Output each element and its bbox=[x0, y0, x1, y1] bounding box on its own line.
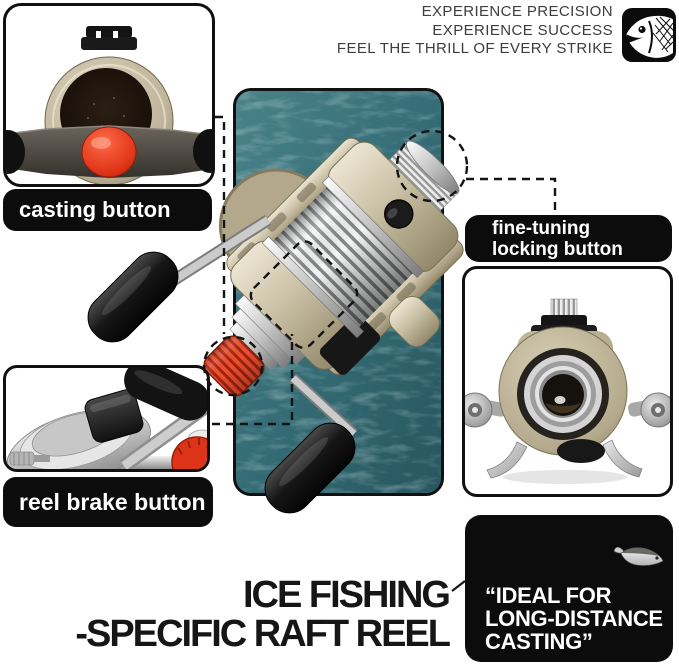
quote-line-2: LONG-DISTANCE bbox=[485, 606, 663, 631]
casting-button-label-text: casting button bbox=[19, 197, 171, 222]
casting-connector bbox=[215, 115, 226, 334]
tagline-line-2: EXPERIENCE SUCCESS bbox=[432, 21, 613, 39]
quote-box: “IDEAL FOR LONG-DISTANCE CASTING” bbox=[465, 515, 673, 662]
title-line-1: ICE FISHING bbox=[242, 574, 451, 616]
fish-lure-icon bbox=[613, 546, 664, 566]
water-background bbox=[236, 91, 441, 493]
tagline-line-1: EXPERIENCE PRECISION bbox=[421, 3, 613, 20]
reel-brake-closeup-photo bbox=[6, 368, 207, 469]
fine-tuning-label: fine-tuning locking button bbox=[465, 215, 672, 262]
reel-brake-callout bbox=[3, 365, 210, 472]
quote-line-1: “IDEAL FOR bbox=[485, 583, 612, 608]
page-title: ICE FISHING -SPECIFIC RAFT REEL bbox=[0, 574, 451, 655]
quote-tick-line bbox=[451, 580, 466, 592]
main-panel bbox=[233, 88, 444, 496]
quote-line-3: CASTING” bbox=[485, 629, 593, 654]
reel-brake-label-text: reel brake button bbox=[19, 488, 206, 515]
fish-head-icon bbox=[622, 8, 676, 62]
tagline-block: EXPERIENCE PRECISION EXPERIENCE SUCCESS … bbox=[337, 3, 613, 59]
fine-tuning-connector bbox=[466, 177, 557, 211]
fine-tuning-label-line-1: fine-tuning bbox=[492, 217, 591, 239]
reel-bottom-view-photo bbox=[465, 298, 670, 484]
tagline-line-3: FEEL THE THRILL OF EVERY STRIKE bbox=[336, 40, 613, 58]
title-line-2: -SPECIFIC RAFT REEL bbox=[75, 613, 451, 655]
reel-brake-label: reel brake button bbox=[3, 477, 213, 527]
bottom-view-callout bbox=[462, 266, 673, 497]
reel-top-casting-button-photo bbox=[6, 26, 212, 184]
casting-button-label: casting button bbox=[3, 189, 212, 231]
casting-callout bbox=[3, 3, 215, 187]
fine-tuning-label-line-2: locking button bbox=[492, 238, 623, 260]
